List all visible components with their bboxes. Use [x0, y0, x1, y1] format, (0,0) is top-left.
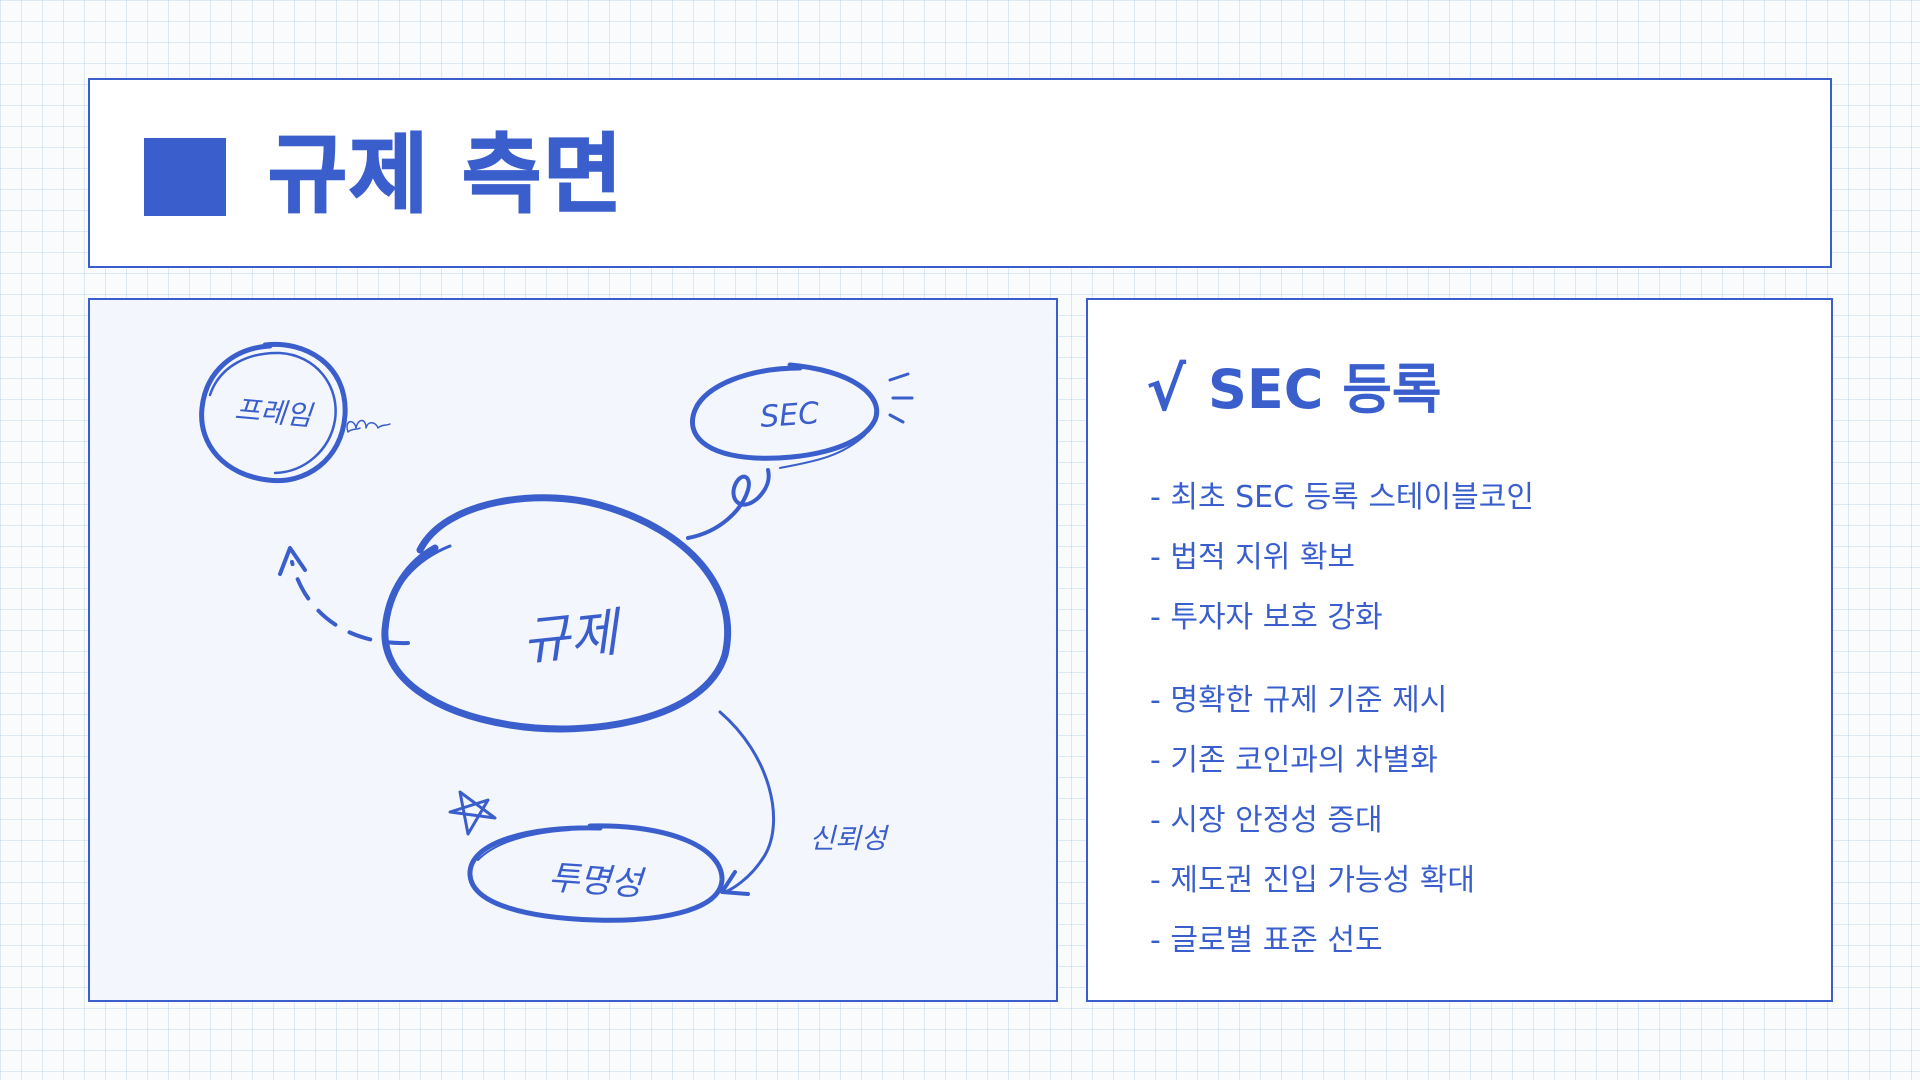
mind-map-panel: 규제 SEC 프레임 투명성 — [88, 298, 1058, 1002]
list-item: - 시장 안정성 증대 — [1150, 803, 1383, 838]
connector-to-frame — [290, 560, 410, 646]
sec-node — [690, 362, 880, 469]
check-icon: √ — [1146, 355, 1187, 425]
list-item: - 최초 SEC 등록 스테이블코인 — [1150, 480, 1534, 515]
arrowhead-icon — [720, 870, 750, 896]
title-square-marker — [144, 138, 226, 216]
sec-node-label: SEC — [759, 396, 820, 435]
list-item: - 글로벌 표준 선도 — [1150, 923, 1383, 958]
bullet-list-secondary: - 명확한 규제 기준 제시 - 기존 코인과의 차별화 - 시장 안정성 증대… — [1150, 671, 1475, 971]
transparency-node-label: 투명성 — [547, 858, 647, 905]
list-item: - 명확한 규제 기준 제시 — [1150, 683, 1448, 718]
doodle-swirl-icon — [346, 419, 391, 433]
list-item: - 법적 지위 확보 — [1150, 540, 1356, 575]
emphasis-lines-icon — [888, 372, 914, 424]
bullet-list-primary: - 최초 SEC 등록 스테이블코인 - 법적 지위 확보 - 투자자 보호 강… — [1150, 468, 1534, 648]
list-item: - 기존 코인과의 차별화 — [1150, 743, 1438, 778]
transparency-node — [467, 823, 725, 923]
arrowhead-icon — [278, 546, 307, 576]
side-note-label: 신뢰성 — [809, 822, 890, 855]
list-item: - 제도권 진입 가능성 확대 — [1150, 863, 1475, 898]
connector-to-transparency — [718, 710, 776, 894]
frame-node — [199, 341, 348, 484]
frame-node-label: 프레임 — [233, 393, 315, 433]
mind-map-diagram: 규제 SEC 프레임 투명성 — [199, 341, 914, 923]
header-banner: 규제 측면 — [88, 78, 1832, 268]
info-panel: √ SEC 등록 - 최초 SEC 등록 스테이블코인 - 법적 지위 확보 -… — [1086, 298, 1833, 1002]
list-item: - 투자자 보호 강화 — [1150, 600, 1383, 635]
connector-to-sec — [686, 468, 771, 540]
info-heading: √ SEC 등록 — [1146, 355, 1442, 425]
center-node — [381, 494, 732, 733]
center-node-label: 규제 — [519, 603, 627, 673]
star-icon — [448, 790, 497, 836]
info-heading-text: SEC 등록 — [1208, 358, 1442, 421]
page-title: 규제 측면 — [267, 124, 625, 226]
